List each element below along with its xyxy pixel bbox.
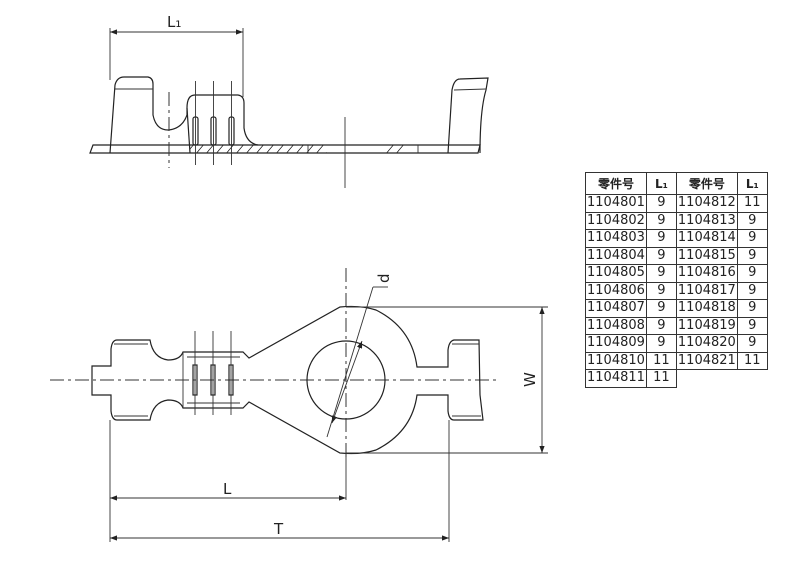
part-number-cell: 1104816 bbox=[675, 264, 738, 283]
l1-value-cell: 9 bbox=[736, 334, 768, 353]
part-number-cell: 1104808 bbox=[585, 316, 647, 335]
part-number-cell: 1104807 bbox=[585, 299, 647, 318]
plan-view: d W L T bbox=[50, 268, 548, 542]
part-number-cell: 1104809 bbox=[585, 334, 647, 353]
part-number-cell: 1104805 bbox=[585, 264, 647, 283]
part-number-cell: 1104803 bbox=[585, 229, 647, 248]
l1-value-cell: 9 bbox=[645, 229, 677, 248]
hatch-section bbox=[190, 145, 227, 153]
crimp-barrel bbox=[186, 94, 259, 146]
part-number-cell: 1104820 bbox=[675, 334, 738, 353]
part-number-cell: 1104819 bbox=[675, 316, 738, 335]
hatch-section bbox=[384, 145, 406, 153]
l1-value-cell bbox=[737, 370, 767, 388]
l1-value-cell: 9 bbox=[736, 211, 768, 230]
side-view: L₁ bbox=[89, 13, 489, 188]
l1-value-cell: 9 bbox=[736, 246, 768, 265]
header-l1: L₁ bbox=[645, 172, 677, 195]
label-t: T bbox=[273, 520, 284, 538]
l1-value-cell: 9 bbox=[645, 246, 677, 265]
l1-value-cell: 9 bbox=[736, 229, 768, 248]
l1-value-cell: 9 bbox=[736, 299, 768, 318]
base-plate bbox=[89, 144, 481, 154]
l1-value-cell: 9 bbox=[645, 299, 677, 318]
part-number-cell: 1104812 bbox=[675, 194, 738, 213]
l1-value-cell: 11 bbox=[645, 369, 677, 388]
dimension-d bbox=[326, 286, 374, 438]
l1-value-cell: 9 bbox=[736, 264, 768, 283]
part-number-cell bbox=[676, 370, 737, 388]
left-wall bbox=[109, 76, 188, 154]
l1-value-cell: 9 bbox=[645, 194, 677, 213]
part-number-cell: 1104810 bbox=[585, 351, 647, 370]
part-number-cell: 1104806 bbox=[585, 281, 647, 300]
label-w: W bbox=[521, 372, 539, 387]
label-d: d bbox=[375, 273, 393, 283]
part-number-cell: 1104814 bbox=[675, 229, 738, 248]
header-part-no: 零件号 bbox=[585, 172, 647, 195]
l1-value-cell: 11 bbox=[736, 194, 768, 213]
part-number-cell: 1104818 bbox=[675, 299, 738, 318]
part-number-cell: 1104804 bbox=[585, 246, 647, 265]
l1-value-cell: 9 bbox=[645, 334, 677, 353]
part-number-cell: 1104821 bbox=[675, 351, 738, 370]
header-l1: L₁ bbox=[736, 172, 768, 195]
l1-value-cell: 9 bbox=[645, 264, 677, 283]
part-number-cell: 1104817 bbox=[675, 281, 738, 300]
table-header: 零件号 L₁ 零件号 L₁ bbox=[585, 172, 768, 195]
header-part-no: 零件号 bbox=[675, 172, 738, 195]
l1-value-cell: 9 bbox=[645, 211, 677, 230]
part-number-cell: 1104813 bbox=[675, 211, 738, 230]
right-wall bbox=[447, 77, 489, 154]
part-number-cell: 1104815 bbox=[675, 246, 738, 265]
l1-value-cell: 9 bbox=[645, 281, 677, 300]
label-l: L bbox=[223, 480, 232, 498]
part-number-cell: 1104811 bbox=[585, 369, 647, 388]
l1-value-cell: 9 bbox=[736, 281, 768, 300]
l1-value-cell: 11 bbox=[645, 351, 677, 370]
part-number-cell: 1104801 bbox=[585, 194, 647, 213]
terminal-outline bbox=[91, 305, 484, 455]
part-number-cell: 1104802 bbox=[585, 211, 647, 230]
l1-value-cell: 11 bbox=[736, 351, 768, 370]
label-l1: L₁ bbox=[167, 13, 181, 31]
hatch-section bbox=[227, 145, 327, 153]
l1-value-cell: 9 bbox=[736, 316, 768, 335]
l1-value-cell: 9 bbox=[645, 316, 677, 335]
